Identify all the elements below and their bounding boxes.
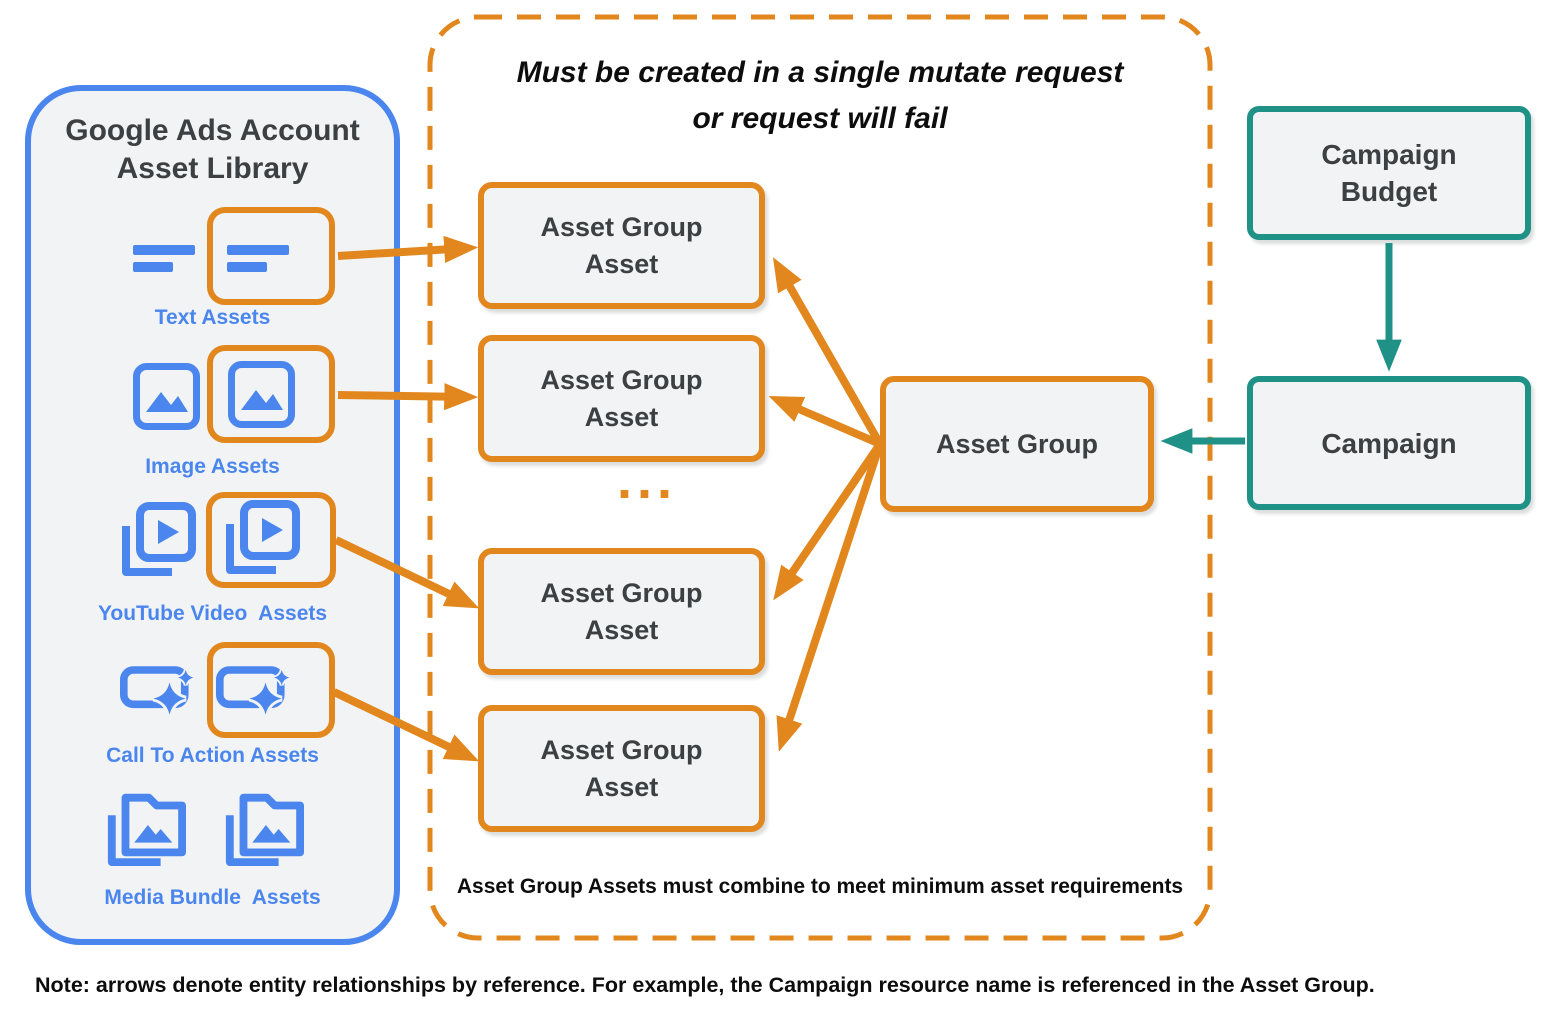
arrow-asset-group-to-aga1 <box>772 257 884 446</box>
text-asset-icon <box>133 245 195 278</box>
call-to-action-asset-icon <box>120 662 200 723</box>
asset-group-box: Asset Group <box>880 376 1154 512</box>
asset-group-asset-label: Asset <box>584 401 659 432</box>
text-assets-label: Text Assets <box>154 306 271 329</box>
mutate-request-heading: Must be created in a single mutate reque… <box>428 50 1212 142</box>
asset-group-asset-label: Asset <box>584 614 659 645</box>
arrow-asset-group-to-aga4 <box>776 442 884 752</box>
asset-group-asset-label: Asset Group <box>540 211 703 242</box>
youtube-video-asset-highlight-frame <box>206 492 336 588</box>
arrow-asset-group-to-aga2 <box>768 395 882 448</box>
asset-group-asset-label: Asset Group <box>540 577 703 608</box>
campaign-budget-label: Campaign <box>1321 139 1457 170</box>
campaign-budget-box: Campaign Budget <box>1247 106 1531 240</box>
asset-group-asset-label: Asset Group <box>540 364 703 395</box>
asset-group-asset-label: Asset <box>584 771 659 802</box>
asset-library-title: Google Ads Account Asset Library <box>25 112 400 188</box>
youtube-video-asset-icon <box>222 498 302 583</box>
more-assets-ellipsis: ... <box>616 450 677 510</box>
asset-library-title-line2: Asset Library <box>116 152 309 185</box>
media-bundle-assets-label: Media Bundle Assets <box>104 886 321 909</box>
youtube-video-assets-label: YouTube Video Assets <box>97 602 328 625</box>
youtube-video-asset-icon <box>118 500 198 585</box>
image-asset-icon <box>228 361 295 433</box>
campaign-label: Campaign <box>1321 427 1457 459</box>
media-bundle-asset-icon <box>222 786 304 873</box>
campaign-box: Campaign <box>1247 376 1531 510</box>
asset-group-asset-box-2: Asset Group Asset <box>478 335 765 462</box>
image-asset-highlight-frame <box>207 345 335 443</box>
asset-library-title-line1: Google Ads Account <box>65 114 360 147</box>
minimum-asset-requirements-caption: Asset Group Assets must combine to meet … <box>456 875 1184 898</box>
asset-group-asset-label: Asset Group <box>540 734 703 765</box>
arrow-asset-group-to-aga3 <box>773 441 884 601</box>
reference-note: Note: arrows denote entity relationships… <box>35 973 1375 997</box>
call-to-action-asset-highlight-frame <box>207 642 335 738</box>
asset-group-asset-box-3: Asset Group Asset <box>478 548 765 675</box>
call-to-action-assets-label: Call To Action Assets <box>106 744 319 767</box>
media-bundle-asset-icon <box>104 786 186 873</box>
asset-group-asset-box-1: Asset Group Asset <box>478 182 765 309</box>
asset-group-label: Asset Group <box>935 428 1099 459</box>
asset-group-asset-box-4: Asset Group Asset <box>478 705 765 832</box>
mutate-request-heading-line2: or request will fail <box>692 102 948 135</box>
mutate-request-heading-line1: Must be created in a single mutate reque… <box>516 56 1124 89</box>
image-asset-icon <box>133 363 200 435</box>
campaign-budget-label: Budget <box>1340 176 1438 207</box>
asset-group-asset-label: Asset <box>584 248 659 279</box>
text-asset-highlight-frame <box>207 207 335 305</box>
text-asset-icon <box>227 245 289 278</box>
image-assets-label: Image Assets <box>145 455 280 478</box>
call-to-action-asset-icon <box>216 662 296 723</box>
